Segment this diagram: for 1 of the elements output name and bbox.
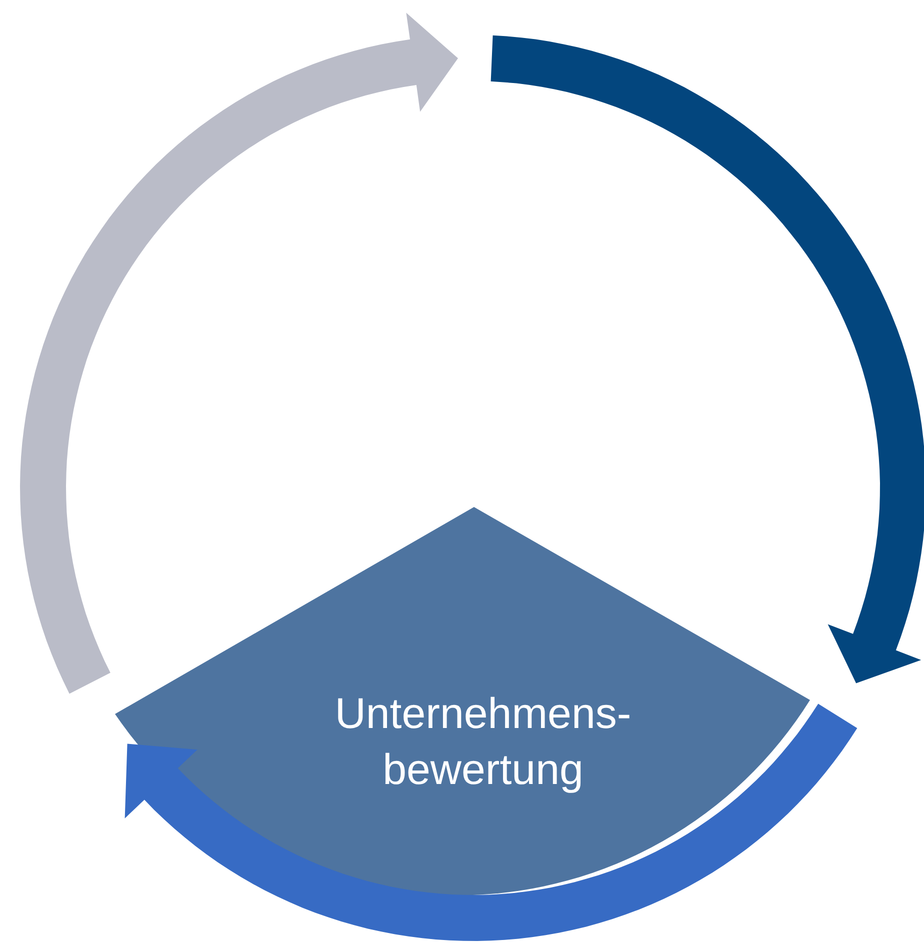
- node-label: Unternehmens- bewertung: [334, 689, 632, 796]
